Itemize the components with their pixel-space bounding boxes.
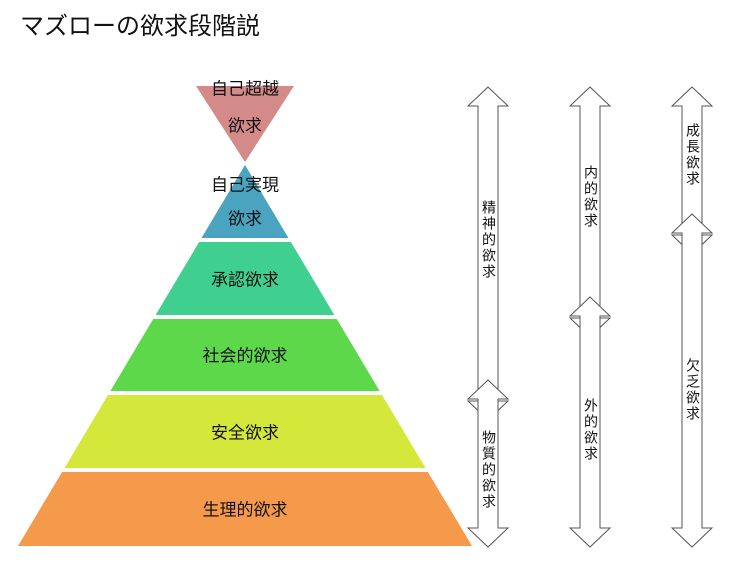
self-actualization-label-2: 欲求 (228, 209, 262, 230)
intrinsic-extrinsic-lower-arrow (568, 296, 612, 548)
extrinsic-needs-label: 外的欲求 (582, 398, 598, 462)
social-layer (110, 319, 380, 391)
material-needs-label: 物質的欲求 (480, 430, 496, 510)
safety-layer (64, 395, 426, 468)
self-actualization-label-1: 自己実現 (211, 175, 279, 196)
growth-deficiency-lower-arrow (670, 213, 714, 548)
esteem-layer (155, 242, 335, 315)
deficiency-needs-label: 欠乏欲求 (684, 358, 700, 422)
physiological-layer (18, 472, 472, 546)
spiritual-needs-label: 精神的欲求 (480, 200, 496, 280)
self-transcendence-label-1: 自己超越 (211, 79, 279, 100)
social-label: 社会的欲求 (202, 346, 288, 367)
self-transcendence-label-2: 欲求 (228, 116, 262, 137)
self-actualization-layer (201, 165, 289, 238)
growth-needs-label: 成長欲求 (684, 123, 700, 187)
self-transcendence-triangle (196, 86, 294, 162)
spiritual-material-lower-arrow (466, 379, 510, 548)
physiological-label: 生理的欲求 (202, 500, 288, 521)
intrinsic-needs-label: 内的欲求 (582, 165, 598, 229)
esteem-label: 承認欲求 (211, 270, 279, 291)
safety-label: 安全欲求 (211, 423, 279, 444)
page-title: マズローの欲求段階説 (20, 12, 260, 40)
